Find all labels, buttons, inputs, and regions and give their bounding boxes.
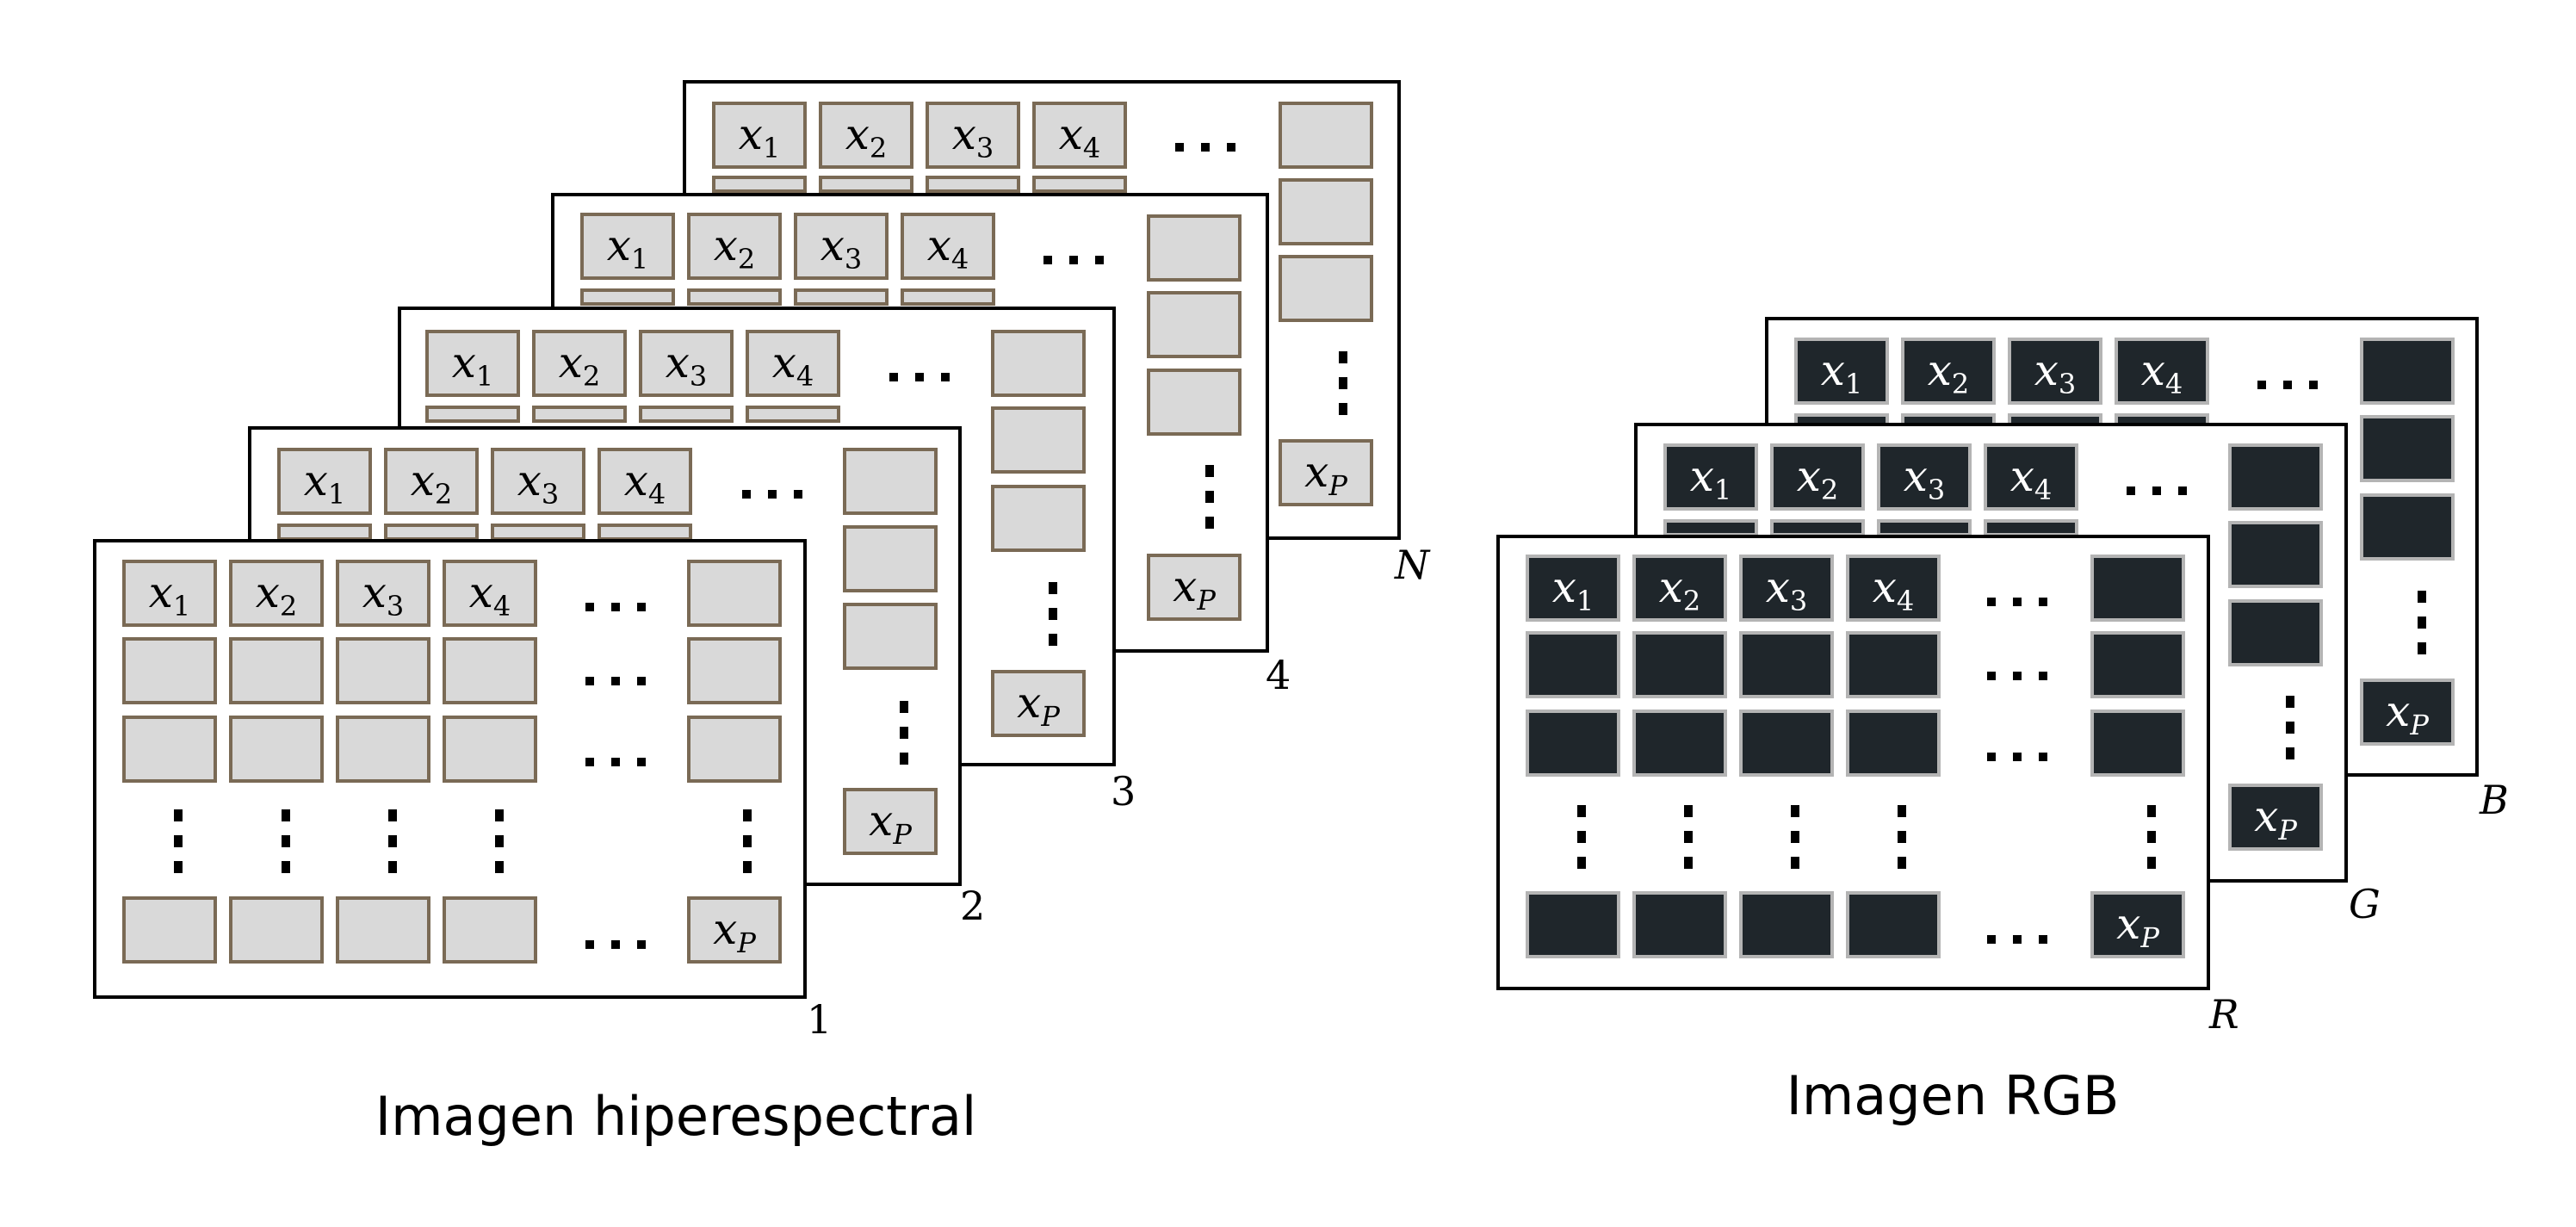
- band-label-3: 3: [1111, 768, 1136, 815]
- cell-label-x2-band-1: x2: [256, 567, 298, 623]
- cell-label-xP-band-3: xP: [1017, 678, 1060, 733]
- band-B-cells: [1794, 338, 2455, 746]
- cell-label-x3-band-1: x3: [362, 567, 405, 623]
- cell-label-x1-band-1: x1: [149, 567, 191, 623]
- cell-label-x2-band-B: x2: [1928, 345, 1970, 400]
- cell-label-x2-band-4: x2: [714, 220, 756, 276]
- band-2-col-dots: [900, 701, 908, 765]
- band-N-cells: [712, 102, 1373, 506]
- rgb-caption: Imagen RGB: [1786, 1064, 2120, 1127]
- cell-label-xP-band-1: xP: [713, 904, 756, 959]
- cell-label-x1-band-B: x1: [1821, 345, 1863, 400]
- band-R-cells: [1526, 555, 2185, 958]
- band-4-col-dots: [1205, 465, 1214, 529]
- band-G-col-dots: [2286, 696, 2294, 759]
- band-4-row-dots: [1043, 256, 1104, 264]
- cell-label-xP-band-N: xP: [1304, 447, 1347, 502]
- cell-label-x2-band-G: x2: [1797, 451, 1839, 506]
- cell-label-x2-band-3: x2: [559, 338, 601, 393]
- cell-label-x1-band-N: x1: [739, 109, 781, 164]
- band-2-cells: [277, 448, 938, 855]
- band-N-col-dots: [1339, 351, 1347, 415]
- cell-label-x3-band-2: x3: [517, 455, 560, 511]
- cell-label-x4-band-2: x4: [624, 455, 666, 511]
- band-1-cells: [122, 560, 782, 964]
- cell-label-x4-band-4: x4: [927, 220, 969, 276]
- cell-label-xP-band-G: xP: [2254, 791, 2297, 846]
- cell-label-xP-band-2: xP: [869, 796, 912, 851]
- cell-label-x1-band-G: x1: [1690, 451, 1732, 506]
- cell-label-x1-band-3: x1: [452, 338, 494, 393]
- band-label-1: 1: [807, 996, 832, 1043]
- band-label-G: G: [2349, 881, 2381, 927]
- cell-label-x1-band-4: x1: [607, 220, 649, 276]
- band-1-col-dots: [174, 809, 752, 873]
- band-2-row-dots: [742, 490, 802, 499]
- cell-label-xP-band-4: xP: [1173, 561, 1216, 617]
- cell-label-x2-band-R: x2: [1659, 562, 1701, 617]
- band-B-row-dots: [2257, 381, 2318, 389]
- cell-label-x2-band-N: x2: [845, 109, 888, 164]
- cell-label-x4-band-1: x4: [469, 567, 511, 623]
- cell-label-x1-band-2: x1: [304, 455, 346, 511]
- band-R-col-dots: [1577, 805, 2156, 869]
- cell-label-x4-band-3: x4: [772, 338, 814, 393]
- hyperspectral-caption: Imagen hiperespectral: [375, 1085, 976, 1148]
- band-label-B: B: [2479, 777, 2509, 823]
- cell-label-x1-band-R: x1: [1552, 562, 1595, 617]
- cell-label-x4-band-R: x4: [1873, 562, 1915, 617]
- band-R-frame: [1496, 535, 2210, 990]
- cell-label-x3-band-4: x3: [820, 220, 863, 276]
- cell-label-x3-band-R: x3: [1766, 562, 1808, 617]
- band-3-col-dots: [1049, 582, 1057, 646]
- band-R-row-dots: [1987, 598, 2047, 944]
- cell-label-x4-band-N: x4: [1059, 109, 1101, 164]
- band-3-cells: [425, 330, 1086, 737]
- band-3-row-dots: [889, 373, 950, 381]
- band-label-2: 2: [960, 883, 985, 929]
- band-1-row-dots: [585, 603, 646, 949]
- cell-label-x4-band-G: x4: [2010, 451, 2053, 506]
- band-4-cells: [580, 213, 1242, 621]
- band-G-row-dots: [2127, 486, 2187, 495]
- cell-label-x3-band-N: x3: [952, 109, 994, 164]
- band-label-4: 4: [1266, 652, 1291, 698]
- band-label-R: R: [2208, 991, 2239, 1038]
- cell-label-x3-band-G: x3: [1904, 451, 1946, 506]
- cell-label-xP-band-B: xP: [2386, 686, 2429, 741]
- cell-label-x4-band-B: x4: [2141, 345, 2183, 400]
- band-label-N: N: [1394, 542, 1431, 588]
- band-N-row-dots: [1175, 143, 1235, 152]
- band-G-cells: [1663, 443, 2323, 851]
- band-B-col-dots: [2418, 591, 2426, 654]
- hyperspectral-stack: N 4 3 2 1 Imagen hiperespectral: [93, 80, 1431, 1148]
- cell-label-x3-band-3: x3: [666, 338, 708, 393]
- rgb-stack: B G R Imagen RGB: [1496, 317, 2509, 1127]
- cell-label-xP-band-R: xP: [2116, 899, 2159, 954]
- band-1-frame: [93, 539, 807, 999]
- cell-label-x2-band-2: x2: [411, 455, 453, 511]
- cell-label-x3-band-B: x3: [2034, 345, 2077, 400]
